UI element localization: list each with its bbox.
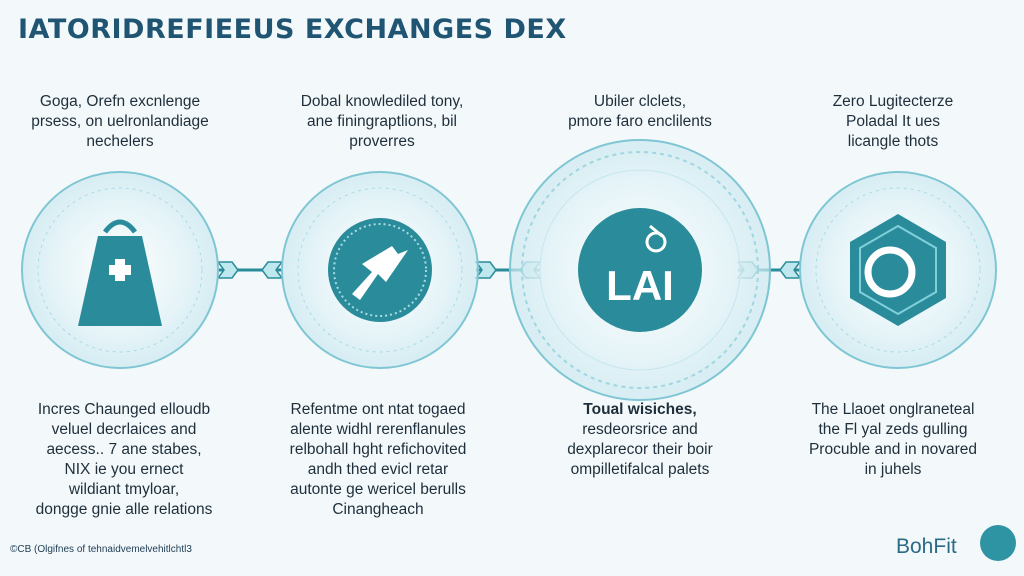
stage-3-bottom-text: Toual wisiches, resdeorsrice and dexplar… [530, 400, 750, 480]
text-line: ane finingraptlions, bil [307, 113, 457, 130]
text-line: proverres [349, 133, 415, 150]
text-line: relbohall hght refichovited [289, 441, 467, 458]
text-line: andh thed evicl retar [307, 461, 449, 478]
text-line: Toual wisiches, [583, 401, 697, 418]
text-line: licangle thots [847, 133, 939, 150]
stage-4-top-text: Zero Lugitecterze Poladal It ues licangl… [783, 92, 1003, 152]
text-line: Procuble and in novared [808, 441, 978, 458]
copyright-text: ©CB (Olgifnes of tehnaidvemelvehitlchtl3 [10, 544, 192, 555]
text-line: Cinangheach [332, 501, 424, 518]
stage-circle-2 [281, 171, 479, 369]
svg-text:LAI: LAI [606, 262, 674, 309]
text-line: autonte ge wericel berulls [290, 481, 466, 498]
text-line: in juhels [864, 461, 922, 478]
text-line: aecess.. 7 ane stabes, [46, 441, 202, 458]
text-line: dongge gnie alle relations [35, 501, 213, 518]
text-line: ompilletifalcal palets [570, 461, 710, 478]
stage-2-bottom-text: Refentme ont ntat togaed alente widhl re… [268, 400, 488, 520]
stage-circle-4 [799, 171, 997, 369]
text-line: prsess, on uelronlandiage [31, 113, 209, 130]
connector-1 [216, 261, 284, 279]
text-line: Refentme ont ntat togaed [290, 401, 466, 418]
brand-logo-icon [980, 525, 1016, 561]
text-line: pmore faro enclilents [568, 113, 712, 130]
stage-2-top-text: Dobal knowlediled tony, ane finingraptli… [272, 92, 492, 152]
text-line: The Llaoet onglraneteal [811, 401, 975, 418]
stage-3-top-text: Ubiler clclets, pmore faro enclilents [530, 92, 750, 132]
text-line: the Fl yal zeds gulling [818, 421, 968, 438]
text-line: dexplarecor their boir [567, 441, 713, 458]
text-line: Dobal knowlediled tony, [300, 93, 464, 110]
text-line: wildiant tmyloar, [68, 481, 180, 498]
stage-circle-3: LAI [509, 139, 771, 401]
text-line: resdeorsrice and [582, 421, 698, 438]
text-line: Ubiler clclets, [593, 93, 687, 110]
stage-1-bottom-text: Incres Chaunged elloudb veluel decrlaice… [14, 400, 234, 520]
hexagon-ring-icon [850, 214, 946, 326]
text-line: nechelers [86, 133, 154, 150]
stage-circle-1 [21, 171, 219, 369]
text-line: veluel decrlaices and [51, 421, 197, 438]
page-title: IATORIDREFIEEUS EXCHANGES DEX [18, 14, 567, 45]
text-line: NIX ie you ernect [64, 461, 184, 478]
text-line: Goga, Orefn excnlenge [39, 93, 201, 110]
text-line: Poladal It ues [846, 113, 940, 130]
dai-logo-icon: LAI [578, 208, 702, 332]
text-line: Incres Chaunged elloudb [37, 401, 211, 418]
shopping-bag-plus-icon [78, 219, 162, 326]
swap-arrow-icon [328, 218, 432, 322]
stage-4-bottom-text: The Llaoet onglraneteal the Fl yal zeds … [783, 400, 1003, 480]
text-line: alente widhl rerenflanules [290, 421, 466, 438]
brand-name: BohFit [896, 535, 957, 558]
stage-1-top-text: Goga, Orefn excnlenge prsess, on uelronl… [10, 92, 230, 152]
text-line: Zero Lugitecterze [832, 93, 954, 110]
